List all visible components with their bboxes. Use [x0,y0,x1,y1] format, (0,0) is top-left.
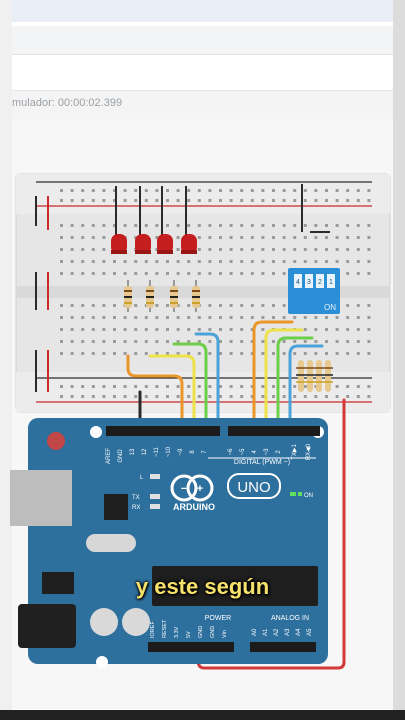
analog-pin-0: A0 [252,628,258,636]
svg-text:−: − [181,483,187,495]
wire-orange-switch[interactable] [252,320,294,434]
usb-port [10,470,72,526]
simulator-timer: mulador: 00:00:02.399 [12,97,123,109]
digital-pin-6: 7 [202,450,208,454]
power-jack [18,604,76,648]
analog-pin-5: A5 [307,628,313,636]
digital-pin-7: ~6 [228,448,234,456]
digital-pin-3: ~10 [166,446,172,457]
led-group[interactable] [111,186,197,254]
analog-label: ANALOG IN [271,615,309,622]
resistor-4[interactable] [192,280,200,312]
analog-pin-4: A4 [296,628,302,636]
digital-pin-10: ~3 [264,448,270,456]
l-label: L [140,475,144,481]
regulator [42,572,74,594]
usb-chip [104,494,128,520]
arduino-logo [186,474,214,502]
arduino-uno-board[interactable]: − + UNO ARDUINO ON L TX RX 13 12 ~11 ~10 ~9 8… [10,418,328,668]
mount-hole-3 [96,656,108,668]
wire-blue-switch[interactable] [288,344,324,434]
dip-switch[interactable]: 4 3 2 1 ON [288,268,340,314]
resistor-3[interactable] [170,280,178,312]
capacitor-1 [90,608,118,636]
breadboard-holes[interactable] [60,189,371,398]
resistor-1[interactable] [124,280,132,312]
rx-label: RX [132,505,140,511]
digital-pin-11: 2 [276,450,282,454]
digital-pin-8: ~5 [240,448,246,456]
analog-pin-1: A1 [263,628,269,636]
arduino-label: ARDUINO [173,502,215,512]
wire-yellow-switch[interactable] [264,328,304,434]
window-left-edge [0,0,12,720]
digital-pin-2: ~11 [154,446,160,456]
wire-orange-led[interactable] [126,354,184,434]
dip-on-label: ON [324,303,336,312]
analog-pin-labels: A0 A1 A2 A3 A4 A5 [252,628,313,636]
led-resistors[interactable] [124,280,200,312]
power-pin-labels: IOREF RESET 3.3V 5V GND GND Vin [150,619,228,638]
dip-num-2: 2 [318,279,322,286]
power-pin-3: 5V [186,631,192,638]
on-label: ON [304,493,313,499]
tx-label: TX [132,495,140,501]
dip-num-3: 3 [307,279,311,286]
browser-tab-bar [12,0,393,22]
led-2[interactable] [135,186,151,254]
gnd-label: GND [118,449,124,463]
wire-green-led[interactable] [172,342,208,434]
power-label: POWER [205,615,231,622]
power-pin-1: RESET [162,619,168,638]
dip-num-4: 4 [296,279,300,286]
editor-toolbar [12,26,393,55]
bottom-bar [0,710,405,720]
digital-pin-labels: 13 12 ~11 ~10 ~9 8 7 ~6 ~5 4 ~3 2 TX▶1 RX◀0 AREF GND [106,443,312,464]
capacitor-2 [122,608,150,636]
digital-header-left [106,426,220,436]
power-header [148,642,234,652]
power-pin-0: IOREF [150,621,156,638]
window-right-edge [393,0,405,720]
digital-pin-9: 4 [252,450,258,454]
digital-label: DIGITAL (PWM ~) [234,459,290,466]
mount-hole-1 [90,426,102,438]
power-pin-6: Vin [222,630,228,638]
aref-label: AREF [106,448,112,464]
wire-blue-led[interactable] [194,332,220,434]
wire-yellow-led[interactable] [148,354,196,434]
digital-pin-12: TX▶1 [292,444,298,460]
video-caption: y este según [135,574,270,599]
svg-text:+: + [197,483,203,495]
digital-pin-1: 12 [142,448,148,455]
atmega-chip [152,566,318,606]
resistor-2[interactable] [146,280,154,312]
wire-green-switch[interactable] [276,336,314,434]
analog-pin-3: A3 [285,628,291,636]
switch-resistors[interactable] [296,360,333,392]
digital-pin-13: RX◀0 [306,443,312,460]
digital-header-right [228,426,320,436]
led-1[interactable] [111,186,127,254]
dip-num-1: 1 [329,279,333,286]
digital-pin-0: 13 [130,448,136,455]
reset-button[interactable] [47,432,65,450]
crystal [86,534,136,552]
uno-label: UNO [237,479,270,496]
on-led [290,492,296,496]
analog-pin-2: A2 [274,628,280,636]
power-pin-4: GND [198,626,204,638]
breadboard[interactable] [15,173,391,413]
power-pin-2: 3.3V [174,626,180,638]
digital-pin-5: 8 [190,450,196,454]
digital-pin-4: ~9 [178,448,184,456]
led-3[interactable] [157,186,173,254]
led-4[interactable] [181,186,197,254]
analog-header [250,642,316,652]
power-pin-5: GND [210,626,216,638]
